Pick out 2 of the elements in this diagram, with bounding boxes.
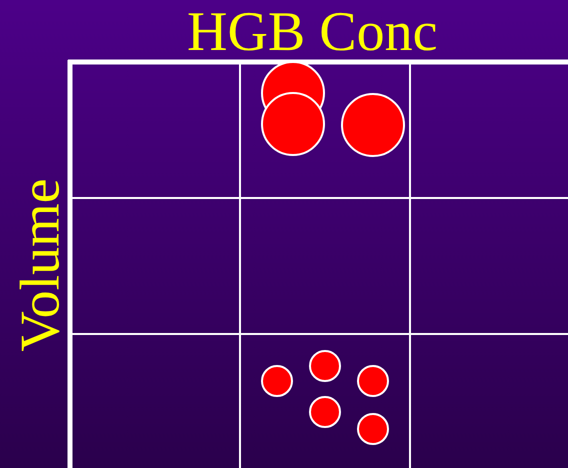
axis-label: HGB Conc bbox=[187, 4, 438, 60]
axis-label: Volume bbox=[12, 178, 68, 352]
